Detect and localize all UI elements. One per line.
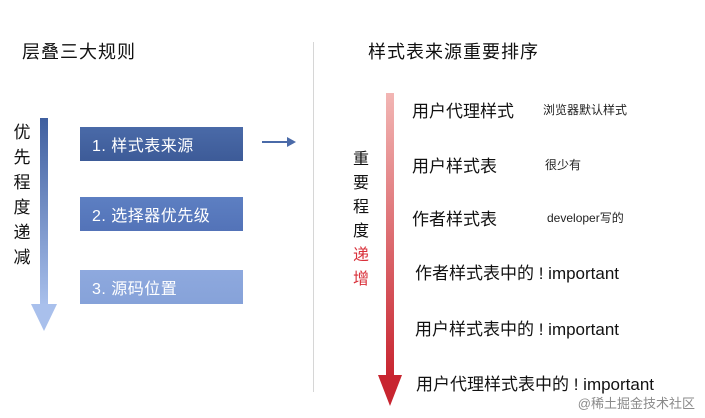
source-user: 用户样式表	[412, 157, 497, 176]
rule-source-order: 3. 源码位置	[80, 270, 243, 304]
left-title: 层叠三大规则	[22, 42, 136, 62]
section-divider	[313, 42, 314, 392]
source-user-note: 很少有	[545, 158, 582, 172]
priority-decrease-arrow	[31, 118, 57, 331]
importance-label-accent: 递增	[352, 247, 369, 288]
source-author-important: 作者样式表中的 ! important	[415, 264, 620, 283]
rule-selector-specificity: 2. 选择器优先级	[80, 197, 243, 231]
source-user-agent-note: 浏览器默认样式	[543, 103, 628, 117]
right-title: 样式表来源重要排序	[368, 42, 539, 62]
right-pointing-arrow	[262, 137, 296, 147]
source-author-note: developer写的	[547, 211, 624, 225]
source-author: 作者样式表	[412, 210, 497, 229]
importance-increase-label: 重要程度递增	[352, 148, 370, 292]
rule-stylesheet-origin: 1. 样式表来源	[80, 127, 243, 161]
watermark: @稀土掘金技术社区	[577, 396, 695, 411]
source-user-agent-important: 用户代理样式表中的 ! important	[416, 375, 655, 394]
importance-label-plain: 重要程度	[352, 151, 369, 240]
priority-decrease-label: 优先程度递减	[13, 123, 31, 267]
source-user-important: 用户样式表中的 ! important	[415, 320, 620, 339]
importance-increase-arrow	[378, 93, 402, 406]
source-user-agent: 用户代理样式	[412, 102, 514, 121]
